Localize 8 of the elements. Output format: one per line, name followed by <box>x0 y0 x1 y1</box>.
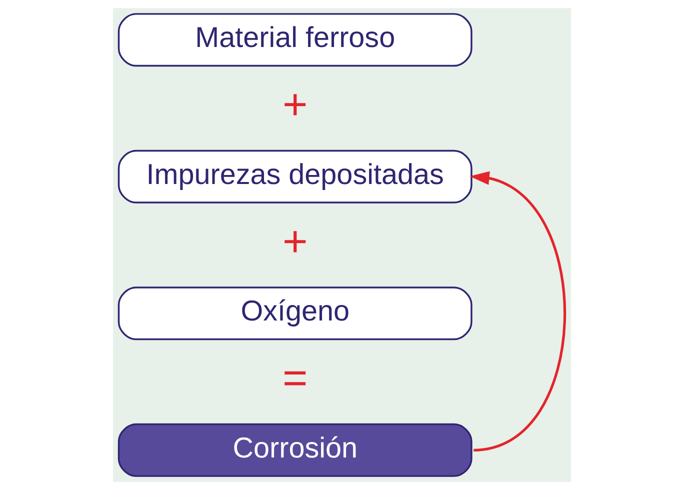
arrow <box>470 171 566 452</box>
node-box: Corrosión <box>118 423 472 477</box>
node-box: Impurezas depositadas <box>118 150 472 204</box>
node-box: Material ferroso <box>118 13 472 67</box>
node-box: Oxígeno <box>118 286 472 340</box>
label: = <box>282 354 308 403</box>
label: + <box>282 81 308 130</box>
label: + <box>282 218 308 266</box>
